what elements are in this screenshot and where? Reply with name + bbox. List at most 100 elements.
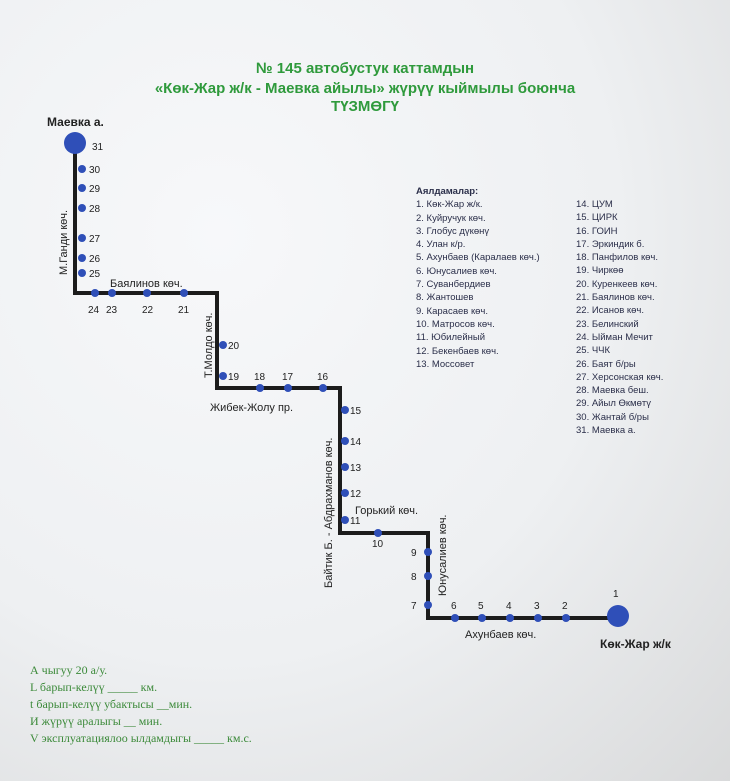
stop-5-dot (478, 614, 486, 622)
info-line: И жүрүү аралыгы __ мин. (30, 714, 163, 728)
legend-item: 2. Куйручук көч. (416, 212, 486, 224)
stop-7-dot (424, 601, 432, 609)
stop-11-number: 11 (350, 516, 361, 527)
stop-11-dot (341, 516, 349, 524)
stop-16-number: 16 (317, 372, 329, 383)
stop-20-number: 20 (228, 341, 240, 352)
stops-legend: Аялдамалар: 1. Көк-Жар ж/к.2. Куйручук к… (416, 185, 540, 371)
stop-2-dot (562, 614, 570, 622)
stop-12-dot (341, 489, 349, 497)
legend-item: 28. Маевка беш. (576, 385, 649, 397)
stop-30-dot (78, 165, 86, 173)
stop-24-dot (91, 289, 99, 297)
stop-4-dot (506, 614, 514, 622)
terminal-end-marker (607, 605, 629, 627)
legend-item: 26. Баят б/ры (576, 358, 636, 370)
stop-22-dot (143, 289, 151, 297)
legend-item: 15. ЦИРК (576, 212, 618, 224)
stop-30-number: 30 (89, 165, 101, 176)
legend-item: 30. Жантай б/ры (576, 411, 649, 423)
stop-24-number: 24 (88, 305, 100, 316)
stop-2-number: 2 (562, 601, 568, 612)
legend-item: 25. ЧЧК (576, 345, 611, 357)
stop-7-number: 7 (411, 601, 417, 612)
legend-item: 19. Чиркөө (576, 265, 624, 277)
info-line: L барып-келүү _____ км. (30, 680, 158, 694)
stop-26-number: 26 (89, 254, 101, 265)
stop-25-number: 25 (89, 269, 101, 280)
stop-6-number: 6 (451, 601, 457, 612)
stop-1-number: 1 (613, 589, 619, 600)
legend-heading: Аялдамалар: (416, 186, 479, 197)
stop-22-number: 22 (142, 305, 154, 316)
legend-item: 6. Юнусалиев көч. (416, 265, 497, 277)
stop-10-number: 10 (372, 539, 384, 550)
stop-21-number: 21 (178, 305, 190, 316)
legend-item: 9. Карасаев көч. (416, 305, 488, 317)
title-line-2: «Көк-Жар ж/к - Маевка айылы» жүрүү кыймы… (154, 80, 576, 97)
street-jibek: Жибек-Жолу пр. (210, 402, 293, 414)
legend-item: 13. Моссовет (416, 358, 475, 370)
legend-item: 10. Матросов көч. (416, 318, 495, 330)
stop-28-number: 28 (89, 204, 101, 215)
stop-13-number: 13 (350, 463, 362, 474)
stop-4-number: 4 (506, 601, 512, 612)
stop-26-dot (78, 254, 86, 262)
stop-10-dot (374, 529, 382, 537)
street-yunusaliev: Юнусалиев көч. (437, 515, 449, 596)
route-info: А чыгуу 20 а/у.L барып-келүү _____ км.t … (30, 662, 252, 747)
legend-item: 12. Бекенбаев көч. (416, 345, 499, 357)
stop-23-number: 23 (106, 305, 118, 316)
legend-item: 21. Баялинов көч. (576, 292, 655, 304)
stop-18-dot (256, 384, 264, 392)
legend-item: 8. Жантошев (416, 292, 474, 304)
stop-3-number: 3 (534, 601, 540, 612)
street-baytik: Байтик Б. - Абдрахманов көч. (323, 438, 335, 588)
title-line-1: № 145 автобустук каттамдын (255, 60, 475, 77)
stop-6-dot (451, 614, 459, 622)
street-gandi: М.Ганди көч. (58, 210, 70, 275)
legend-item: 4. Улан к/р. (416, 239, 466, 251)
legend-item: 17. Эркиндик б. (576, 238, 645, 250)
legend-item: 3. Глобус дүкөнү (416, 225, 490, 237)
legend-item: 31. Маевка а. (576, 425, 636, 437)
street-moldo: Т.Молдо көч. (203, 313, 215, 378)
stop-17-number: 17 (282, 372, 294, 383)
legend-item: 14. ЦУМ (576, 199, 613, 210)
stop-8-dot (424, 572, 432, 580)
stop-20-dot (219, 341, 227, 349)
stop-31-number: 31 (92, 142, 104, 153)
legend-item: 1. Көк-Жар ж/к. (416, 199, 483, 211)
street-akhunbaev: Ахунбаев көч. (465, 629, 536, 641)
stop-23-dot (108, 289, 116, 297)
legend-item: 18. Панфилов көч. (576, 252, 658, 264)
stop-8-number: 8 (411, 572, 417, 583)
stop-16-dot (319, 384, 327, 392)
stop-28-dot (78, 204, 86, 212)
stop-15-dot (341, 406, 349, 414)
stop-27-dot (78, 234, 86, 242)
stop-18-number: 18 (254, 372, 266, 383)
legend-item: 29. Айыл Өкмөтү (576, 398, 651, 410)
info-line: V эксплуатациялоо ылдамдыгы _____ км.с. (30, 731, 252, 745)
legend-item: 20. Куренкеев көч. (576, 278, 658, 290)
stop-14-number: 14 (350, 437, 362, 448)
stop-19-dot (219, 372, 227, 380)
stop-27-number: 27 (89, 234, 101, 245)
stop-5-number: 5 (478, 601, 484, 612)
stop-19-number: 19 (228, 372, 240, 383)
stop-21-dot (180, 289, 188, 297)
stop-9-number: 9 (411, 548, 417, 559)
stop-9-dot (424, 548, 432, 556)
terminal-end-label: Көк-Жар ж/к (600, 637, 672, 651)
stop-3-dot (534, 614, 542, 622)
legend-item: 7. Суванбердиев (416, 279, 491, 291)
street-gorkiy: Горький көч. (355, 505, 418, 517)
stop-17-dot (284, 384, 292, 392)
title-line-3: ТҮЗМӨГҮ (331, 98, 399, 115)
street-bayalinov: Баялинов көч. (110, 278, 183, 290)
terminal-start-label: Маевка а. (47, 115, 104, 129)
